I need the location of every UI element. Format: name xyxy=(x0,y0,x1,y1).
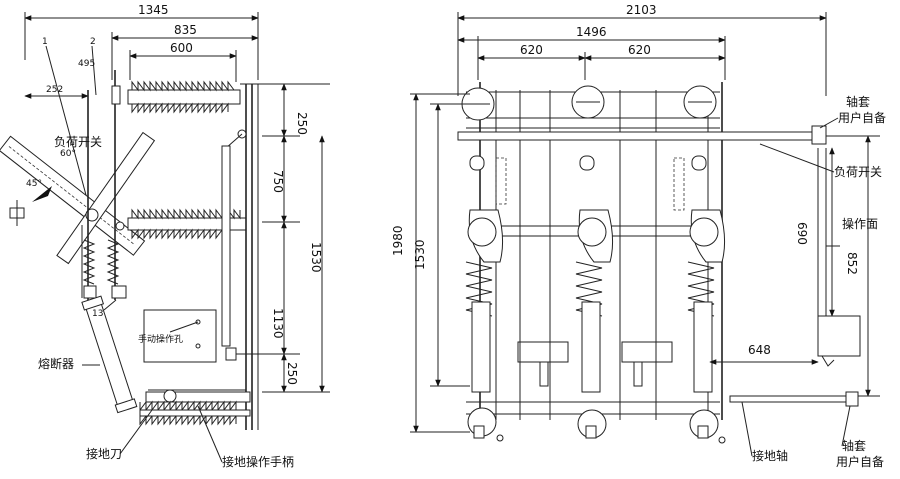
label-load-switch-right: 负荷开关 xyxy=(834,165,882,179)
upper-insulator xyxy=(127,80,241,114)
dim-690: 690 xyxy=(795,222,809,245)
label-fuse: 熔断器 xyxy=(38,356,74,371)
fuse-cartridge xyxy=(81,295,138,414)
dim-1530-right: 1530 xyxy=(413,239,427,270)
callout-13: 13 xyxy=(92,309,103,319)
dim-600: 600 xyxy=(170,41,193,55)
earth-shaft xyxy=(729,395,859,403)
label-earth-shaft: 接地轴 xyxy=(752,448,788,463)
label-bushing-bot: 轴套 xyxy=(842,438,866,453)
load-switch-blade-open xyxy=(0,135,146,256)
left-side-view: 1345 835 600 1 2 495 252 60° 45° xyxy=(0,3,330,469)
dim-1496: 1496 xyxy=(576,25,607,39)
dim-250-top: 250 xyxy=(295,112,309,135)
label-user-self-bot: 用户自备 xyxy=(836,454,884,469)
dim-1980: 1980 xyxy=(391,225,405,256)
dim-835: 835 xyxy=(174,23,197,37)
dim-2103: 2103 xyxy=(626,3,657,17)
dim-60: 60° xyxy=(60,149,76,159)
label-op-face: 操作面 xyxy=(842,216,878,231)
dim-620a: 620 xyxy=(520,43,543,57)
pivot-hinge xyxy=(85,208,99,222)
label-manual-hole: 手动操作孔 xyxy=(138,333,183,345)
dim-252: 252 xyxy=(46,85,63,95)
dim-648: 648 xyxy=(748,343,771,357)
label-bushing-top: 轴套 xyxy=(846,94,870,109)
dim-495: 495 xyxy=(78,59,95,69)
phase-column-1 xyxy=(465,155,507,442)
phase-column-2 xyxy=(575,155,614,439)
top-shaft xyxy=(457,131,825,141)
dim-1345: 1345 xyxy=(138,3,169,17)
right-front-view: 2103 1496 620 620 xyxy=(391,3,886,469)
dim-852: 852 xyxy=(845,252,859,275)
label-earth-knife: 接地刀 xyxy=(86,446,122,461)
label-user-self-top: 用户自备 xyxy=(838,110,886,125)
operating-mechanism-box xyxy=(817,315,861,357)
dim-620b: 620 xyxy=(628,43,651,57)
manual-operation-plate xyxy=(143,309,217,363)
dim-45: 45° xyxy=(26,179,42,189)
direction-arrow-45 xyxy=(32,186,52,202)
dim-750: 750 xyxy=(271,170,285,193)
load-switch-blade-open-2 xyxy=(56,131,156,265)
dim-1130: 1130 xyxy=(271,308,285,339)
callout-2: 2 xyxy=(90,37,96,47)
dim-250-bot: 250 xyxy=(285,362,299,385)
callout-1: 1 xyxy=(42,37,48,47)
phase-column-3 xyxy=(673,155,726,444)
label-load-switch-left: 负荷开关 xyxy=(54,135,102,149)
label-earth-handle: 接地操作手柄 xyxy=(222,454,294,469)
fuse-symbol-icon xyxy=(9,200,25,226)
dim-1530-left: 1530 xyxy=(309,242,323,273)
